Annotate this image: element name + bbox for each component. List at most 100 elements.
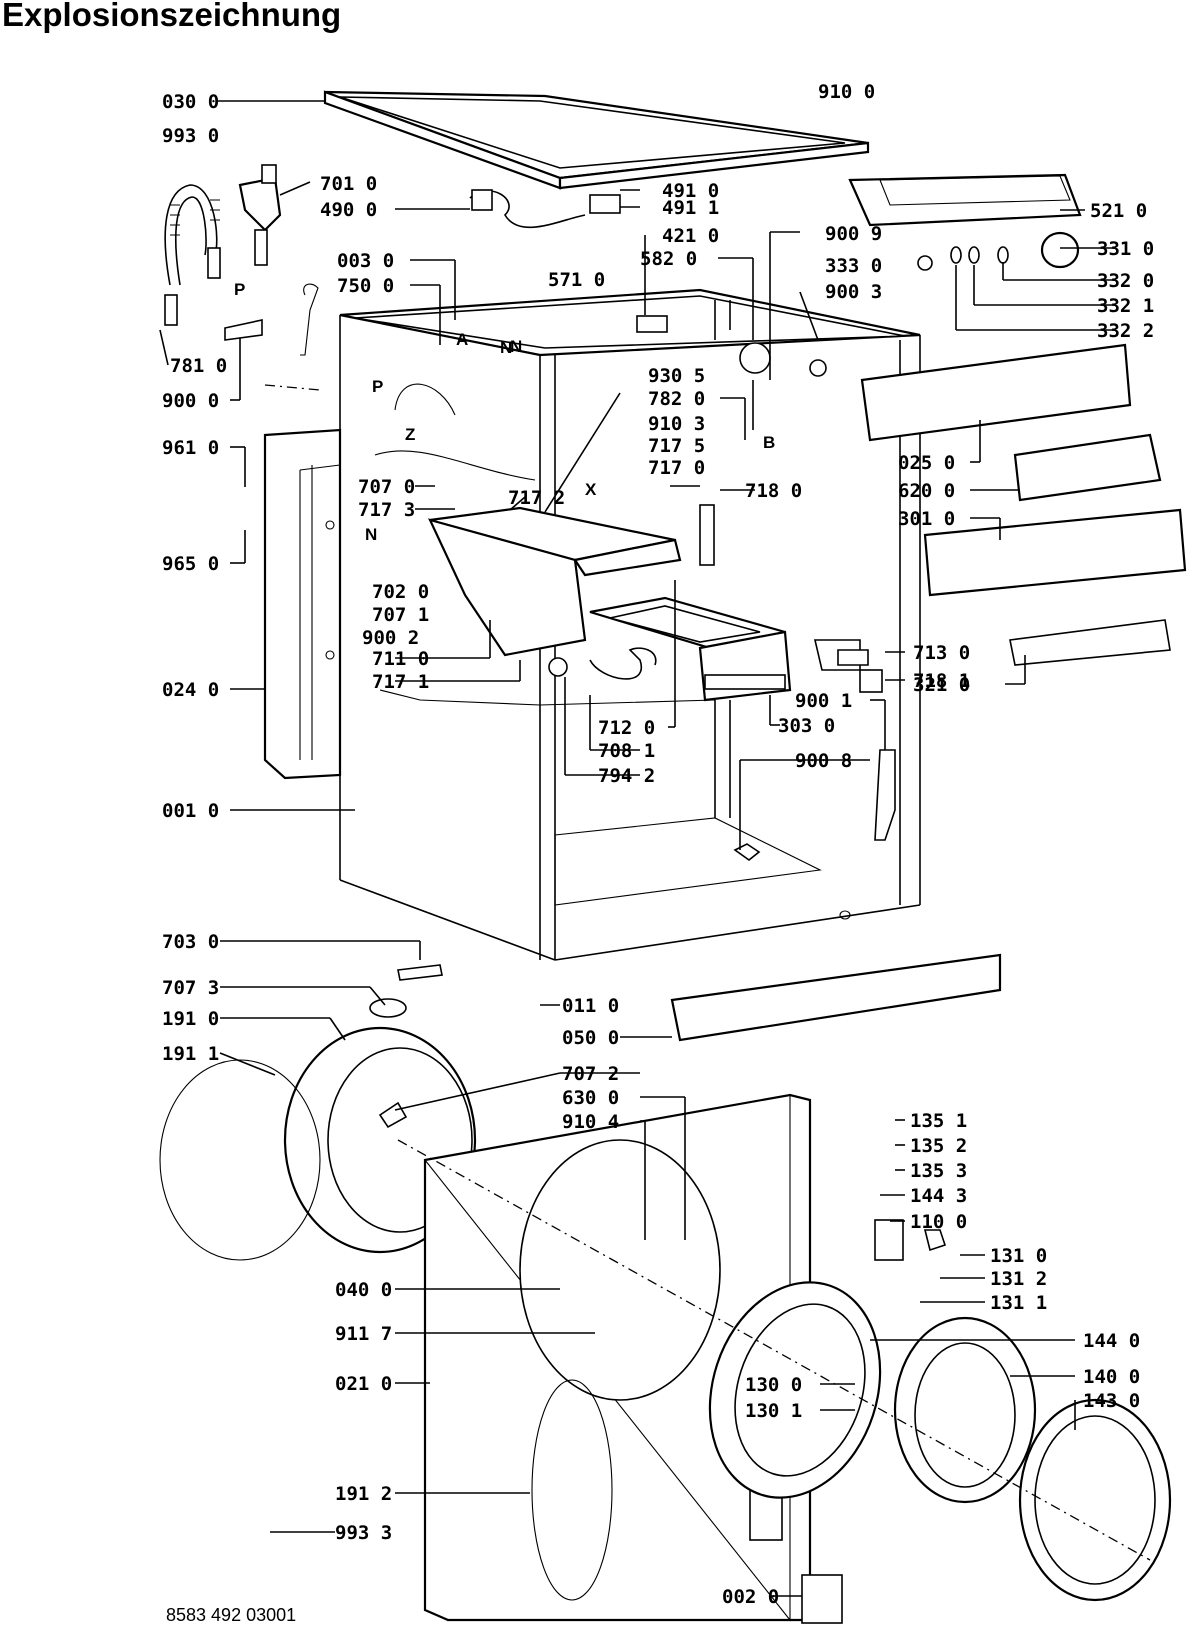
part-label: 707 1 (372, 604, 429, 626)
part-label: 490 0 (320, 199, 377, 221)
part-number-labels: 030 0 993 0 701 0 490 0 003 0 750 0 781 … (162, 81, 1154, 1608)
plinth (670, 953, 1002, 1042)
part-label: 131 2 (990, 1268, 1047, 1290)
top-cover (323, 90, 870, 190)
part-label: 582 0 (640, 248, 697, 270)
part-label: 001 0 (162, 800, 219, 822)
detergent-dispenser (427, 506, 792, 702)
part-label: 701 0 (320, 173, 377, 195)
part-label: 050 0 (562, 1027, 619, 1049)
part-label: 900 9 (825, 223, 882, 245)
part-label: 030 0 (162, 91, 219, 113)
side-label: X (585, 480, 597, 499)
part-label: 421 0 (662, 225, 719, 247)
part-label: 961 0 (162, 437, 219, 459)
part-label: 717 2 (508, 487, 565, 509)
part-label: 718 0 (745, 480, 802, 502)
part-label: 750 0 (337, 275, 394, 297)
part-label: 331 0 (1097, 238, 1154, 260)
part-label: 130 1 (745, 1400, 802, 1422)
part-label: 703 0 (162, 931, 219, 953)
part-label: 131 0 (990, 1245, 1047, 1267)
part-label: 191 1 (162, 1043, 219, 1065)
part-label: 707 0 (358, 476, 415, 498)
part-label: 910 4 (562, 1111, 619, 1133)
part-label: 900 1 (795, 690, 852, 712)
part-label: 491 1 (662, 197, 719, 219)
part-label: 301 0 (898, 508, 955, 530)
inlet-hose (164, 184, 221, 326)
part-label: 717 0 (648, 457, 705, 479)
part-label: 140 0 (1083, 1366, 1140, 1388)
side-label: N (510, 337, 522, 356)
part-label: 717 3 (358, 499, 415, 521)
part-label: 491 0 (662, 180, 719, 202)
part-label: 011 0 (562, 995, 619, 1017)
document-number: 8583 492 03001 (166, 1605, 297, 1625)
part-label: 021 0 (335, 1373, 392, 1395)
rear-panel (263, 428, 342, 780)
part-label: 321 0 (913, 674, 970, 696)
part-label: 630 0 (562, 1087, 619, 1109)
part-label: 571 0 (548, 269, 605, 291)
part-label: 711 0 (372, 648, 429, 670)
part-label: 620 0 (898, 480, 955, 502)
part-label: 332 1 (1097, 295, 1154, 317)
part-label: 135 1 (910, 1110, 967, 1132)
part-label: 717 1 (372, 671, 429, 693)
part-label: 025 0 (898, 452, 955, 474)
part-label: 993 3 (335, 1522, 392, 1544)
part-label: 521 0 (1090, 200, 1147, 222)
part-label: 707 2 (562, 1063, 619, 1085)
part-label: 333 0 (825, 255, 882, 277)
part-label: 191 2 (335, 1483, 392, 1505)
side-label: Z (405, 425, 415, 444)
part-label: 002 0 (722, 1586, 779, 1608)
part-label: 144 0 (1083, 1330, 1140, 1352)
part-label: 024 0 (162, 679, 219, 701)
axis-lines (264, 384, 1151, 1561)
part-label: 040 0 (335, 1279, 392, 1301)
side-label: N (500, 338, 512, 357)
part-label: 900 3 (825, 281, 882, 303)
part-label: 794 2 (598, 765, 655, 787)
part-label: 003 0 (337, 250, 394, 272)
part-label: 131 1 (990, 1292, 1047, 1314)
part-label: 303 0 (778, 715, 835, 737)
part-label: 713 0 (913, 642, 970, 664)
mains-cable (469, 189, 621, 229)
part-label: 910 3 (648, 413, 705, 435)
part-label: 718 1 (913, 670, 970, 692)
part-label: 911 7 (335, 1323, 392, 1345)
side-label: N (365, 525, 377, 544)
side-label: A (456, 330, 468, 349)
part-label: 130 0 (745, 1374, 802, 1396)
side-label: B (763, 433, 775, 452)
part-label: 110 0 (910, 1211, 967, 1233)
part-label: 332 2 (1097, 320, 1154, 342)
inlet-valve (238, 164, 282, 266)
part-label: 143 0 (1083, 1390, 1140, 1412)
leader-lines (159, 100, 1115, 1597)
part-label: 910 0 (818, 81, 875, 103)
part-label: 717 5 (648, 435, 705, 457)
part-label: 712 0 (598, 717, 655, 739)
part-label: 135 2 (910, 1135, 967, 1157)
part-label: 782 0 (648, 388, 705, 410)
part-label: 900 8 (795, 750, 852, 772)
side-letter-labels: A N P Z B X N N P (234, 280, 775, 544)
side-label: P (234, 280, 245, 299)
part-label: 708 1 (598, 740, 655, 762)
part-label: 900 0 (162, 390, 219, 412)
part-label: 144 3 (910, 1185, 967, 1207)
part-label: 900 2 (362, 627, 419, 649)
part-label: 702 0 (372, 581, 429, 603)
part-label: 332 0 (1097, 270, 1154, 292)
part-label: 965 0 (162, 553, 219, 575)
part-label: 993 0 (162, 125, 219, 147)
part-label: 135 3 (910, 1160, 967, 1182)
part-label: 191 0 (162, 1008, 219, 1030)
part-label: 781 0 (170, 355, 227, 377)
side-label: P (372, 377, 383, 396)
part-label: 930 5 (648, 365, 705, 387)
